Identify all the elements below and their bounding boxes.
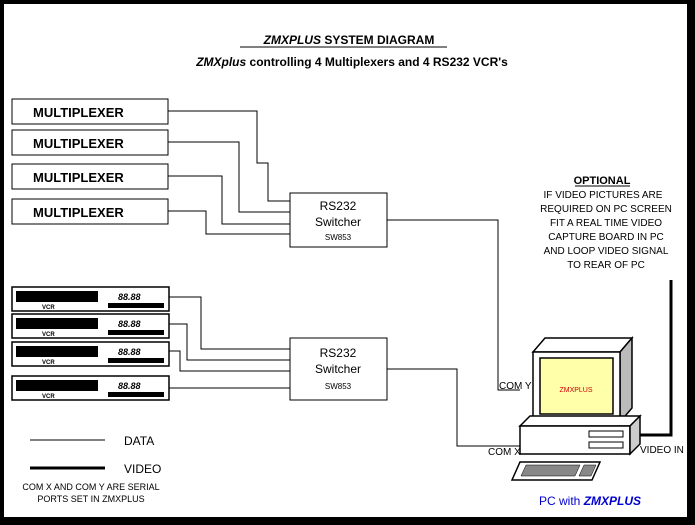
keyboard-keys — [520, 464, 581, 477]
rs232-switcher-top: RS232 Switcher SW853 — [289, 192, 388, 248]
vcr-tape-slot — [16, 291, 98, 302]
multiplexer-data-lines — [168, 110, 290, 235]
vcr-label: VCR — [42, 332, 55, 338]
vcr-buttons — [108, 303, 164, 308]
monitor-side — [619, 335, 633, 425]
legend-note-line: PORTS SET IN ZMXPLUS — [37, 494, 144, 504]
subtitle-italic: ZMXplus — [195, 55, 246, 69]
vcr-tape-slot — [16, 318, 98, 329]
legend-data-label: DATA — [124, 434, 154, 448]
switcher-line2: Switcher — [315, 362, 361, 376]
data-line — [169, 296, 290, 350]
com-y-label: COM Y — [499, 381, 532, 392]
monitor-top — [531, 337, 634, 353]
legend-video-label: VIDEO — [124, 462, 161, 476]
diagram-title: ZMXPLUS SYSTEM DIAGRAM — [263, 33, 435, 47]
switcher-to-pc-lines — [387, 219, 530, 447]
optional-note: OPTIONAL IF VIDEO PICTURES ARE REQUIRED … — [540, 175, 672, 271]
vcr-unit: VCR 88.88 — [11, 375, 170, 401]
switcher-model: SW853 — [325, 382, 352, 391]
screen-text: ZMXPLUS — [559, 387, 592, 394]
data-line — [168, 141, 290, 213]
optional-heading: OPTIONAL — [574, 175, 631, 187]
switcher-line1: RS232 — [320, 199, 357, 213]
vcr-display: 88.88 — [118, 292, 141, 302]
switcher-model: SW853 — [325, 233, 352, 242]
drive-bay — [588, 430, 624, 438]
vcr-label: VCR — [42, 305, 55, 311]
system-unit-front — [519, 425, 631, 455]
vcr-display: 88.88 — [118, 381, 141, 391]
vcr-buttons — [108, 358, 164, 363]
video-in-label: VIDEO IN — [640, 445, 684, 456]
legend-note-line: COM X AND COM Y ARE SERIAL — [22, 482, 159, 492]
com-x-label: COM X — [488, 447, 521, 458]
optional-line: IF VIDEO PICTURES ARE — [544, 190, 663, 201]
optional-line: FIT A REAL TIME VIDEO — [550, 218, 662, 229]
pc-computer: ZMXPLUS — [510, 335, 642, 481]
vcr-tape-slot — [16, 346, 98, 357]
switcher-line2: Switcher — [315, 215, 361, 229]
video-line — [634, 280, 673, 437]
vcr-display: 88.88 — [118, 319, 141, 329]
data-line-com-x — [387, 368, 530, 447]
vcr-unit: VCR 88.88 — [11, 286, 170, 312]
multiplexer-group: MULTIPLEXER MULTIPLEXER MULTIPLEXER MULT… — [11, 98, 169, 225]
data-line — [169, 323, 290, 361]
pc-caption-brand: ZMXPLUS — [583, 494, 641, 508]
data-line — [168, 210, 290, 235]
legend: DATA VIDEO COM X AND COM Y ARE SERIAL PO… — [22, 434, 161, 504]
vcr-tape-slot — [16, 380, 98, 391]
switcher-box — [289, 337, 388, 401]
data-line — [168, 175, 290, 225]
vcr-label: VCR — [42, 360, 55, 366]
subtitle-rest: controlling 4 Multiplexers and 4 RS232 V… — [250, 55, 509, 69]
pc-caption-prefix: PC with — [539, 494, 580, 508]
keyboard-numpad — [578, 464, 597, 477]
data-line — [168, 110, 290, 202]
vcr-buttons — [108, 330, 164, 335]
vcr-unit: VCR 88.88 — [11, 341, 170, 367]
multiplexer-label: MULTIPLEXER — [33, 105, 124, 120]
vcr-unit: VCR 88.88 — [11, 313, 170, 339]
multiplexer-box — [11, 98, 169, 125]
rs232-switcher-bottom: RS232 Switcher SW853 — [289, 337, 388, 401]
multiplexer-label: MULTIPLEXER — [33, 170, 124, 185]
title-rest: SYSTEM DIAGRAM — [324, 33, 434, 47]
multiplexer-label: MULTIPLEXER — [33, 136, 124, 151]
vcr-group: VCR 88.88 VCR 88.88 VCR 88.88 VCR 88.88 — [11, 286, 170, 401]
switcher-box — [289, 192, 388, 248]
multiplexer-box — [11, 129, 169, 156]
vcr-data-lines — [169, 296, 290, 389]
switcher-line1: RS232 — [320, 346, 357, 360]
system-unit-side — [629, 414, 641, 456]
vcr-display: 88.88 — [118, 347, 141, 357]
multiplexer-label: MULTIPLEXER — [33, 205, 124, 220]
optional-line: REQUIRED ON PC SCREEN — [540, 204, 672, 215]
title-italic: ZMXPLUS — [263, 33, 321, 47]
monitor-screen — [539, 357, 614, 415]
vcr-label: VCR — [42, 394, 55, 400]
drive-bay — [588, 441, 624, 449]
optional-line: TO REAR OF PC — [567, 260, 645, 271]
data-line-com-y — [387, 219, 520, 391]
diagram-subtitle: ZMXplus controlling 4 Multiplexers and 4… — [195, 55, 508, 69]
system-unit-top — [518, 415, 642, 427]
vcr-buttons — [108, 392, 164, 397]
optional-line: AND LOOP VIDEO SIGNAL — [544, 246, 669, 257]
optional-line: CAPTURE BOARD IN PC — [548, 232, 664, 243]
pc-caption: PC with ZMXPLUS — [539, 494, 641, 508]
data-line — [169, 350, 290, 372]
